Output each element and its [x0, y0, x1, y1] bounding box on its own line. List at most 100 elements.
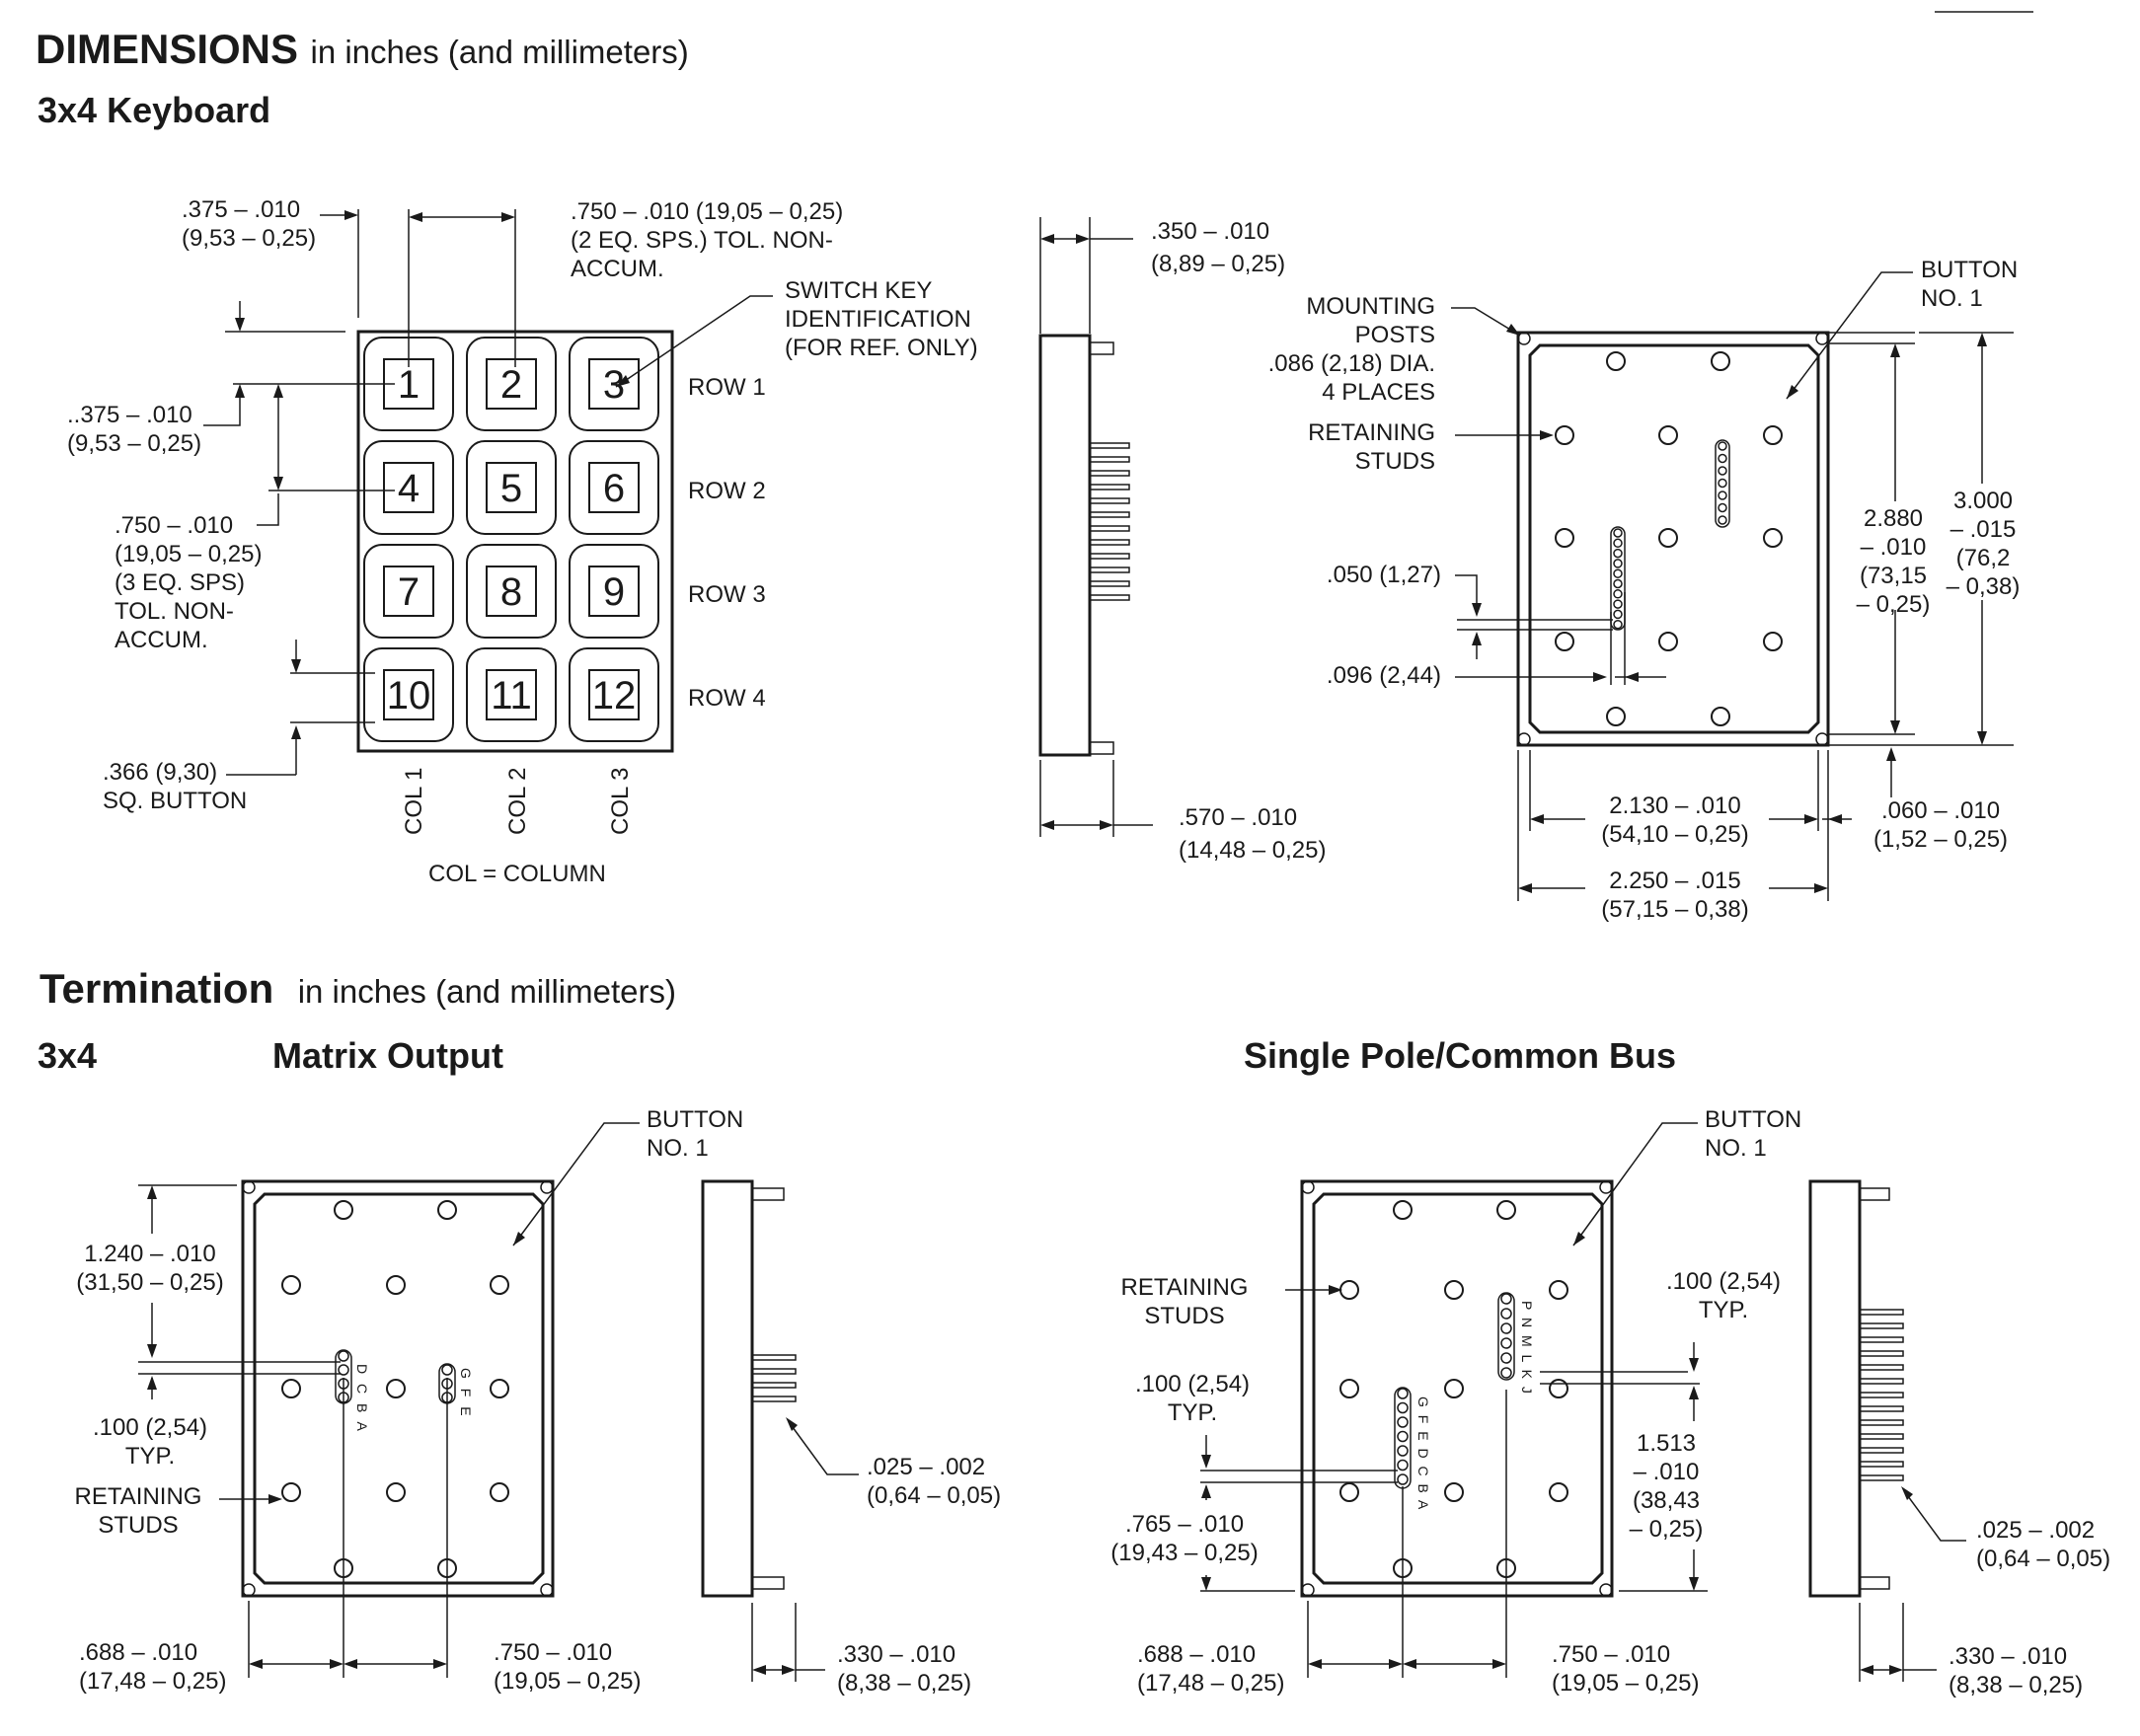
key-button [466, 440, 557, 535]
dim-pin-row-offset: 1.513– .010(38,43– 0,25) [1630, 1430, 1704, 1543]
pin-lead [1089, 484, 1130, 491]
pin-pad [1397, 1401, 1409, 1414]
retaining-stud [1339, 1482, 1359, 1502]
retaining-stud [281, 1275, 301, 1295]
pin-row [1497, 1292, 1515, 1381]
keyboard-subtitle: 3x4 Keyboard [38, 90, 270, 130]
row-label: ROW 4 [688, 685, 766, 712]
pin-lead [1859, 1461, 1904, 1468]
dim-outer-width: 2.250 – .015(57,15 – 0,38) [1601, 868, 1748, 923]
key-square [486, 566, 537, 617]
pin-lead [1859, 1447, 1904, 1454]
dimensions-heading: DIMENSIONS in inches (and millimeters) [36, 26, 689, 72]
retaining-stud [1606, 351, 1626, 371]
pin-pad [441, 1364, 453, 1376]
pin-lead [1859, 1433, 1904, 1440]
key-label: 11 [491, 674, 532, 717]
pin-row [1715, 439, 1730, 528]
retaining-stud [1393, 1200, 1413, 1220]
pin-lead [1859, 1309, 1904, 1316]
pin-pad [1718, 466, 1727, 476]
pin-pad [1397, 1459, 1409, 1472]
retaining-stud [1763, 528, 1783, 548]
dim-button-size: .366 (9,30)SQ. BUTTON [103, 759, 247, 814]
pin-pad [1718, 453, 1727, 464]
pin-lead [1859, 1392, 1904, 1398]
key-button [363, 544, 454, 639]
pin-pad [1613, 609, 1623, 620]
retaining-stud [1549, 1482, 1568, 1502]
pin-lead [751, 1396, 797, 1402]
row-label: ROW 1 [688, 374, 766, 401]
dim-pin-pitch: .100 (2,54)TYP. [93, 1414, 207, 1470]
pin-letters-left: G F E D C B A [1415, 1396, 1431, 1511]
pin-pad [1718, 515, 1727, 525]
key-square [588, 462, 640, 513]
key-square [486, 462, 537, 513]
pin-pad [1613, 589, 1623, 599]
retaining-stud [334, 1200, 353, 1220]
pin-pad [1613, 619, 1623, 630]
pin-lead [1859, 1474, 1904, 1481]
pin-lead [1089, 553, 1130, 560]
row-label: ROW 3 [688, 581, 766, 608]
retaining-stud [386, 1379, 406, 1398]
key-label: 1 [398, 363, 420, 407]
pin-row [1610, 526, 1626, 631]
key-label: 6 [603, 467, 625, 510]
dim-pin-group-spacing: .750 – .010(19,05 – 0,25) [494, 1639, 641, 1695]
pin-lead [1089, 580, 1130, 587]
pin-size-label: .025 – .002(0,64 – 0,05) [1976, 1517, 2110, 1572]
pin-lead [1089, 442, 1130, 449]
retaining-stud [1711, 707, 1730, 726]
matrix-output-title: Matrix Output [272, 1035, 503, 1076]
key-square [383, 462, 434, 513]
dim-top-margin: ..375 – .010(9,53 – 0,25) [67, 402, 201, 457]
dim-bottom-to-pin: .765 – .010(19,43 – 0,25) [1110, 1511, 1258, 1566]
dim-inner-height: 2.880– .010(73,15– 0,25) [1857, 505, 1931, 618]
pin-lead [751, 1368, 797, 1375]
dim-frame-width: .060 – .010(1,52 – 0,25) [1873, 797, 2008, 853]
dim-pin-row-height: 1.240 – .010(31,50 – 0,25) [76, 1241, 223, 1296]
pin-pad [1613, 548, 1623, 559]
keypad-side-view: .350 – .010(8,89 – 0,25) .570 – .010(14,… [1038, 217, 1326, 864]
pin-pad [1397, 1416, 1409, 1428]
dim-inner-width: 2.130 – .010(54,10 – 0,25) [1601, 793, 1748, 848]
pin-pad [1613, 568, 1623, 578]
retaining-stud [490, 1275, 509, 1295]
pin-pad [1613, 559, 1623, 568]
retaining-stud [1444, 1280, 1464, 1300]
pin-lead [1859, 1364, 1904, 1371]
pin-pad [338, 1364, 349, 1376]
pin-lead [1859, 1378, 1904, 1385]
key-label: 7 [398, 570, 420, 614]
retaining-stud [1549, 1379, 1568, 1398]
key-label: 9 [603, 570, 625, 614]
retaining-stud [1444, 1482, 1464, 1502]
pin-pitch-label: .050 (1,27) [1327, 562, 1441, 588]
retaining-stud [1444, 1379, 1464, 1398]
pin-lead [1089, 539, 1130, 546]
pin-letters-right: G F E [458, 1368, 474, 1419]
retaining-stud [437, 1200, 457, 1220]
pin-pad [1613, 528, 1623, 538]
retaining-stud [1549, 1280, 1568, 1300]
key-button [466, 544, 557, 639]
retaining-stud [490, 1379, 509, 1398]
retaining-stud [1711, 351, 1730, 371]
pin-size-label: .025 – .002(0,64 – 0,05) [867, 1454, 1001, 1509]
dim-pin-length: .330 – .010(8,38 – 0,25) [1949, 1643, 2083, 1698]
key-square [486, 669, 537, 720]
pin-pad [1500, 1352, 1512, 1364]
pin-lead [1089, 511, 1130, 518]
key-square [486, 358, 537, 410]
pin-lead [1089, 525, 1130, 532]
pin-lead [751, 1382, 797, 1389]
dim-side-depth: .350 – .010(8,89 – 0,25) [1151, 218, 1285, 277]
retaining-stud [1339, 1379, 1359, 1398]
